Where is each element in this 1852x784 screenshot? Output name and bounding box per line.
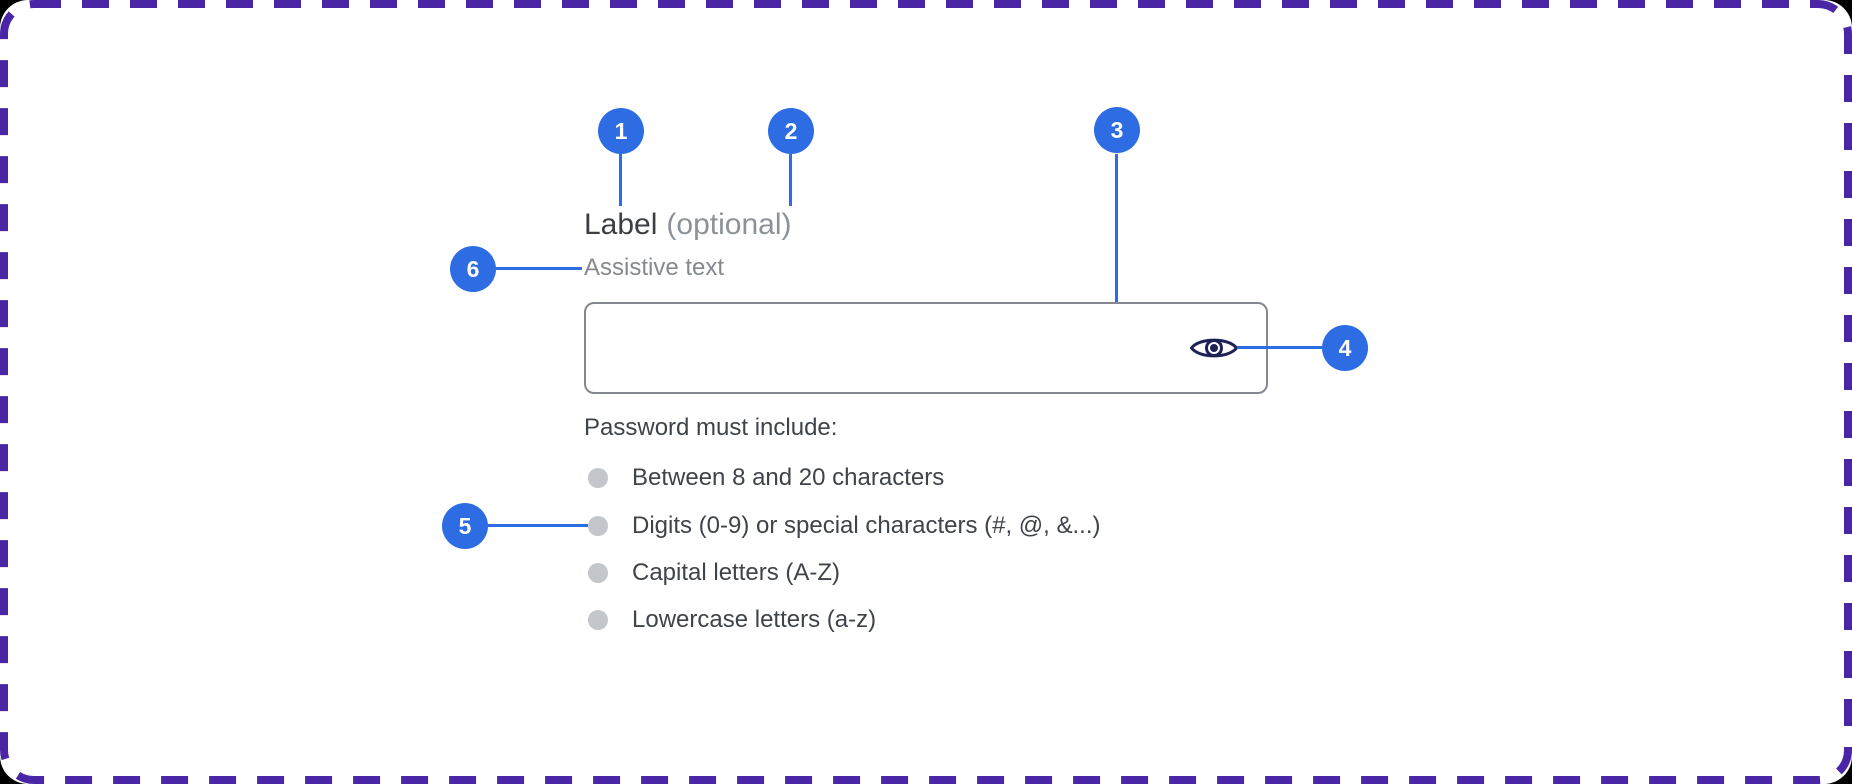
requirement-bullet-icon	[588, 563, 608, 583]
annotation-marker-2[interactable]: 2	[768, 108, 814, 154]
optional-suffix: (optional)	[666, 208, 792, 241]
annotation-marker-5[interactable]: 5	[442, 503, 488, 549]
requirement-bullet-icon	[588, 516, 608, 536]
callout-line-1	[619, 154, 622, 206]
requirement-text: Lowercase letters (a-z)	[632, 606, 877, 633]
label-text: Label	[584, 208, 658, 241]
requirement-text: Digits (0-9) or special characters (#, @…	[632, 512, 1101, 539]
callout-line-4	[1237, 346, 1322, 349]
annotation-marker-6[interactable]: 6	[450, 246, 496, 292]
requirement-item: Between 8 and 20 characters	[588, 464, 944, 492]
callout-line-3	[1115, 154, 1118, 302]
password-input[interactable]	[586, 304, 1190, 392]
field-label: Label(optional)	[584, 206, 791, 244]
requirements-title: Password must include:	[584, 414, 838, 441]
password-field-container	[584, 302, 1268, 394]
eye-icon	[1190, 338, 1238, 358]
requirement-text: Between 8 and 20 characters	[632, 464, 945, 491]
annotation-marker-3[interactable]: 3	[1094, 107, 1140, 153]
requirement-item: Lowercase letters (a-z)	[588, 606, 876, 634]
requirement-bullet-icon	[588, 610, 608, 630]
visibility-toggle-button[interactable]	[1190, 332, 1238, 364]
annotation-marker-4[interactable]: 4	[1322, 325, 1368, 371]
requirement-item: Digits (0-9) or special characters (#, @…	[588, 512, 1101, 540]
requirement-bullet-icon	[588, 468, 608, 488]
annotation-marker-1[interactable]: 1	[598, 108, 644, 154]
assistive-text: Assistive text	[584, 254, 725, 281]
callout-line-6	[496, 267, 582, 270]
requirement-item: Capital letters (A-Z)	[588, 559, 840, 587]
callout-line-2	[789, 154, 792, 206]
requirement-text: Capital letters (A-Z)	[632, 559, 841, 586]
callout-line-5	[488, 524, 588, 527]
